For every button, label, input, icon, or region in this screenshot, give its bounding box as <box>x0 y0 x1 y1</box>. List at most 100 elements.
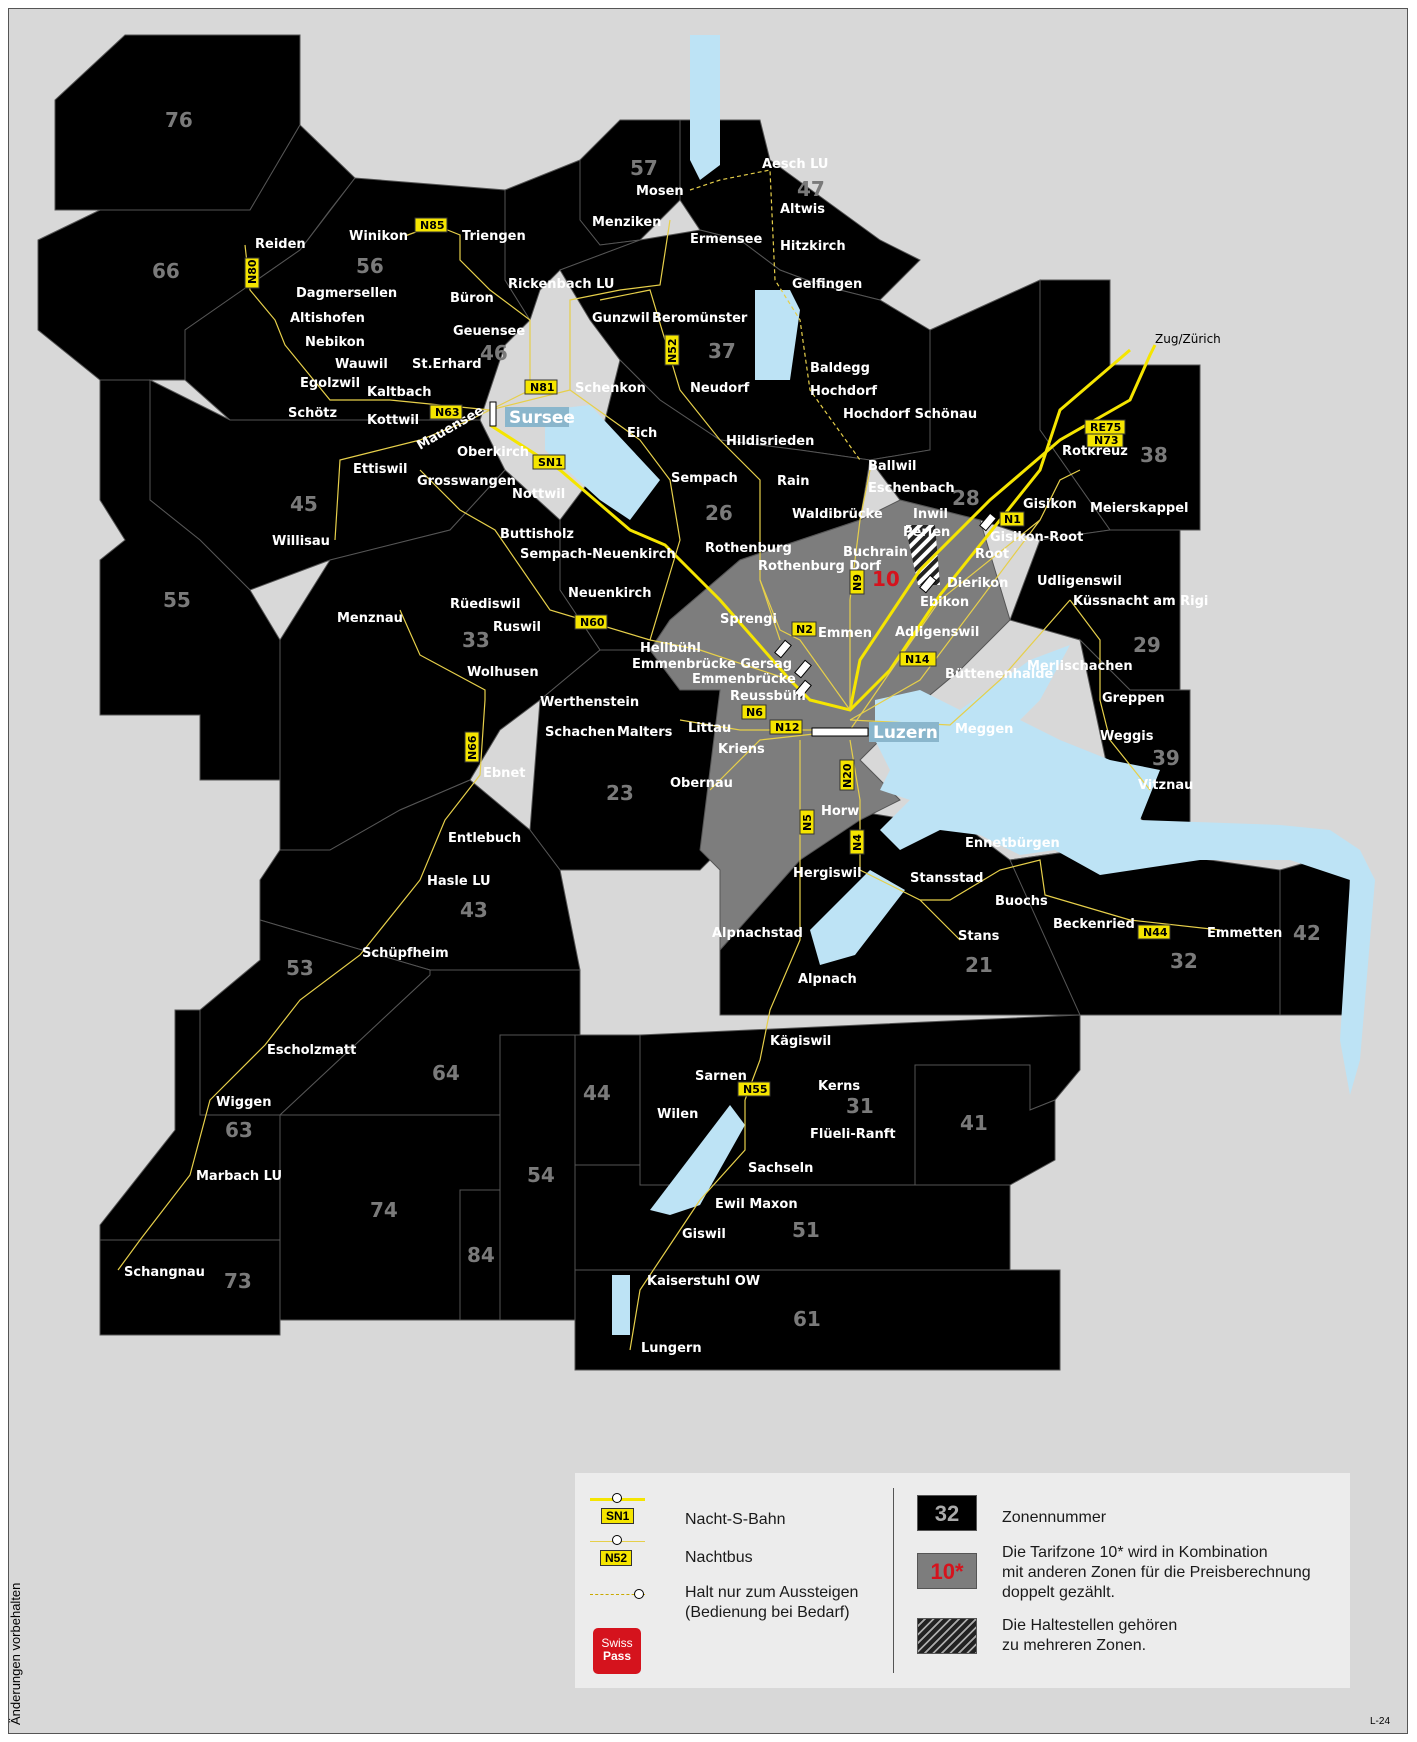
multi-zone-hatch <box>905 525 940 585</box>
stop-rain: Rain <box>777 474 810 489</box>
stop-waldibruecke: Waldibrücke <box>792 507 883 522</box>
stop-obernau: Obernau <box>670 776 733 791</box>
badge-n44: N44 <box>1143 926 1168 939</box>
stop-vitznau: Vitznau <box>1138 778 1193 793</box>
stop-reiden: Reiden <box>255 237 306 252</box>
zone-number-73: 73 <box>224 1269 252 1293</box>
zone-number-39: 39 <box>1152 746 1180 770</box>
badge-n73: N73 <box>1094 434 1119 447</box>
zone-43 <box>259 779 581 971</box>
stop-rotkreuz: Rotkreuz <box>1062 444 1128 459</box>
stop-kaiserstuhl-ow: Kaiserstuhl OW <box>647 1274 760 1289</box>
stop-entlebuch: Entlebuch <box>448 831 521 846</box>
stop-kerns: Kerns <box>818 1079 860 1094</box>
badge-sn1: SN1 <box>538 456 563 469</box>
city-luzern: Luzern <box>873 723 938 743</box>
stop-dagmersellen: Dagmersellen <box>296 286 397 301</box>
stop-dierikon: Dierikon <box>947 576 1008 591</box>
stop-marbach-lu: Marbach LU <box>196 1169 282 1184</box>
bus-n33 <box>1069 599 1151 791</box>
stop-malters: Malters <box>617 725 673 740</box>
zone-number-63: 63 <box>225 1118 253 1142</box>
stop-adligenswil: Adligenswil <box>895 625 979 640</box>
stop-escholzmatt: Escholzmatt <box>267 1043 356 1058</box>
legend-multi-zone-line-1: Die Haltestellen gehören <box>1002 1617 1178 1634</box>
legend-rail-label: Nacht-S-Bahn <box>685 1511 786 1528</box>
stop-hitzkirch: Hitzkirch <box>780 239 846 254</box>
station-emmen <box>794 659 812 679</box>
legend-double-zone-line-3: doppelt gezählt. <box>1002 1584 1115 1601</box>
stop-buchrain: Buchrain <box>843 545 908 560</box>
station-blocks <box>489 401 997 737</box>
bus-n4 <box>849 739 961 941</box>
stop-neudorf: Neudorf <box>690 381 750 396</box>
legend-alight-label-1: Halt nur zum Aussteigen <box>685 1584 859 1601</box>
zone-number-23: 23 <box>606 781 634 805</box>
stop-hochdorf-schoenau: Hochdorf Schönau <box>843 407 977 422</box>
stop-rickenbach-lu: Rickenbach LU <box>508 277 614 292</box>
line-re75 <box>848 344 1157 711</box>
legend-zone-sample: 32 <box>917 1495 977 1531</box>
stop-altwis: Altwis <box>780 202 825 217</box>
stop-baldegg: Baldegg <box>810 361 870 376</box>
badge-n20: N20 <box>841 763 854 788</box>
zone-number-21: 21 <box>965 953 993 977</box>
stop-nebikon: Nebikon <box>305 335 365 350</box>
stop-ebnet: Ebnet <box>483 766 525 781</box>
badge-n9: N9 <box>851 574 864 591</box>
swisspass-logo: Swiss Pass <box>593 1628 641 1674</box>
lake-alpnachersee <box>810 870 905 965</box>
stop-bueron: Büron <box>450 291 494 306</box>
stop-nottwil: Nottwil <box>512 487 565 502</box>
stop-stansstad: Stansstad <box>910 871 983 886</box>
zone-number-64: 64 <box>432 1061 460 1085</box>
zone-61 <box>574 1269 1061 1371</box>
bus-n73 <box>849 469 1081 721</box>
badge-n55: N55 <box>743 1083 768 1096</box>
stop-wolhusen: Wolhusen <box>467 665 539 680</box>
stop-reussbuehl: Reussbühl <box>730 689 806 704</box>
stop-inwil: Inwil <box>913 507 948 522</box>
stop-oberkirch: Oberkirch <box>457 445 529 460</box>
zone-number-32: 32 <box>1170 949 1198 973</box>
zone-number-37: 37 <box>708 339 736 363</box>
zone-number-46: 46 <box>480 341 508 365</box>
stop-meggen: Meggen <box>955 722 1013 737</box>
zone-number-61: 61 <box>793 1307 821 1331</box>
stop-alpnachstad: Alpnachstad <box>712 926 803 941</box>
bus-n66 <box>117 609 486 1271</box>
zone-number-44: 44 <box>583 1081 611 1105</box>
stop-wiggen: Wiggen <box>216 1095 271 1110</box>
badge-n66: N66 <box>466 735 479 760</box>
zone-number-84: 84 <box>467 1243 495 1267</box>
stop-gisikon-root: Gisikon-Root <box>990 530 1083 545</box>
zone-number-28: 28 <box>952 486 980 510</box>
badge-n14: N14 <box>905 653 930 666</box>
stop-wauwil: Wauwil <box>335 357 388 372</box>
stop-ruswil: Ruswil <box>493 620 541 635</box>
stop-gisikon: Gisikon <box>1023 497 1077 512</box>
bus-n80 <box>244 244 491 411</box>
zone-number-42: 42 <box>1293 921 1321 945</box>
badge-n1: N1 <box>1004 513 1021 526</box>
station-ebikon <box>919 574 937 594</box>
stop-sarnen: Sarnen <box>695 1069 747 1084</box>
stop-ermensee: Ermensee <box>690 232 762 247</box>
stop-grosswangen: Grosswangen <box>417 474 516 489</box>
badge-re75: RE75 <box>1090 421 1121 434</box>
station-reussbuehl <box>794 679 812 699</box>
legend-divider <box>893 1488 894 1673</box>
badge-n81: N81 <box>530 381 555 394</box>
stop-littau: Littau <box>688 721 731 736</box>
station-luzern <box>811 727 869 737</box>
stop-schachen: Schachen <box>545 725 615 740</box>
city-labels: Sursee Luzern Zug/Zürich <box>505 332 1221 743</box>
zone-number-33: 33 <box>462 628 490 652</box>
stop-meierskappel: Meierskappel <box>1090 501 1188 516</box>
stop-werthenstein: Werthenstein <box>540 695 639 710</box>
stop-hochdorf: Hochdorf <box>810 384 877 399</box>
stop-gelfingen: Gelfingen <box>792 277 862 292</box>
stop-sempach-neuenkirch: Sempach-Neuenkirch <box>520 547 676 562</box>
bus-n63 <box>334 409 491 541</box>
zone-number-43: 43 <box>460 898 488 922</box>
